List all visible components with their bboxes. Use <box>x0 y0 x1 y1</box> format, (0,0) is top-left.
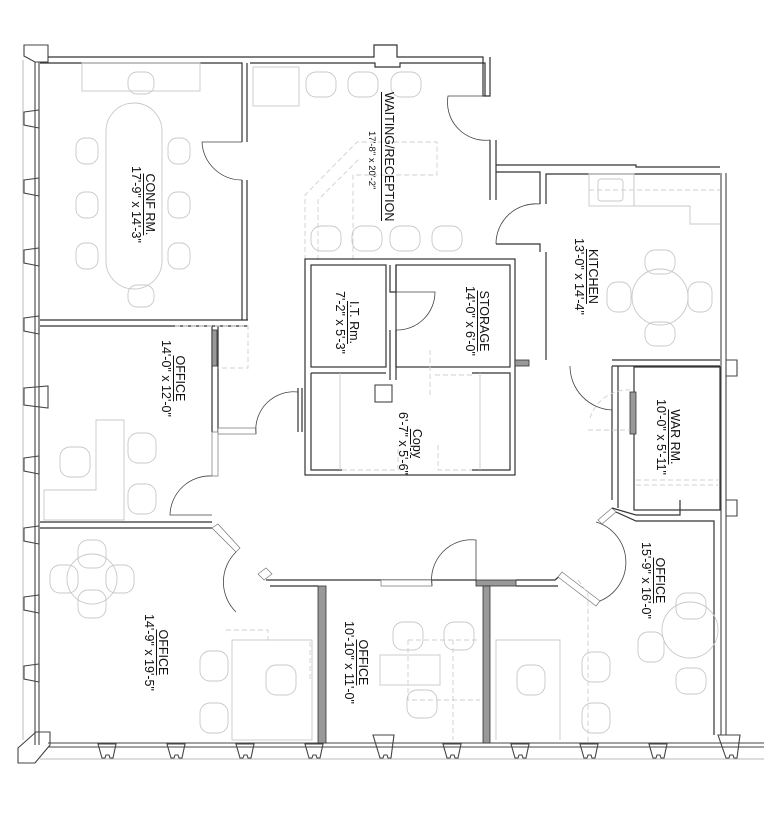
room-name: OFFICE <box>653 557 667 604</box>
exterior-wall-right <box>720 173 738 735</box>
room-name: WAR RM. <box>668 409 682 465</box>
room-dims: 10'-0" x 5'-11" <box>654 399 668 475</box>
room-label-office-3: OFFICE 10'-10" x 11'-0" <box>342 621 370 704</box>
war-room <box>569 365 721 511</box>
room-label-office-2: OFFICE 14'-9" x 19'-5" <box>142 614 170 691</box>
room-name: WAITING/RECEPTION <box>381 92 396 222</box>
room-label-waiting: WAITING/RECEPTION <box>381 92 396 222</box>
room-dims: 15'-9" x 16'-0" <box>639 542 653 619</box>
room-dims: 17'-8" x 20'-2" <box>366 131 377 190</box>
kitchen <box>495 173 720 367</box>
exterior-wall-left <box>17 44 51 764</box>
kitchen-table <box>631 268 689 326</box>
room-label-kitchen: KITCHEN 13'-0" x 14'-4" <box>572 238 600 315</box>
core-block <box>304 258 530 476</box>
exterior-wall-top <box>40 44 720 204</box>
conf-room <box>40 62 248 327</box>
desk <box>495 639 561 740</box>
room-name: KITCHEN <box>586 249 600 304</box>
room-name: CONF RM. <box>143 173 157 236</box>
room-dims: 14'-9" x 19'-5" <box>142 614 156 691</box>
exterior-wall-bottom <box>40 734 764 760</box>
room-label-conf: CONF RM. 17'-9" x 14'-3" <box>129 166 157 243</box>
office-2 <box>66 523 476 741</box>
room-dims: 10'-10" x 11'-0" <box>342 621 356 704</box>
demising-wall <box>482 585 491 744</box>
desk <box>231 639 313 741</box>
demising-wall <box>317 585 327 744</box>
room-label-copy: Copy 6'-7" x 5'-6" <box>396 412 424 475</box>
credenza <box>81 62 201 92</box>
door-arc <box>201 141 243 181</box>
room-label-office-4: OFFICE 15'-9" x 16'-0" <box>639 542 667 619</box>
room-name: OFFICE <box>356 639 370 686</box>
room-name: OFFICE <box>173 355 187 402</box>
conference-table <box>105 102 163 290</box>
room-label-it: I.T. Rm. 7'-2" x 5'-3" <box>333 291 361 354</box>
office-1 <box>40 325 303 529</box>
room-label-office-1: OFFICE 14'-0" x 12'-0" <box>159 340 187 417</box>
room-dims: 14'-0" x 6'-0" <box>463 286 477 356</box>
chairs <box>49 71 713 734</box>
column <box>374 384 393 403</box>
room-label-war: WAR RM. 10'-0" x 5'-11" <box>654 399 682 475</box>
office-3 <box>317 539 480 744</box>
room-name: I.T. Rm. <box>347 300 361 345</box>
desk <box>379 654 441 686</box>
l-desk <box>43 419 125 521</box>
wall-pier <box>475 579 517 587</box>
room-dims-waiting: 17'-8" x 20'-2" <box>366 131 377 189</box>
side-table <box>252 66 300 107</box>
room-name: STORAGE <box>477 290 491 352</box>
wall-pier <box>629 391 637 435</box>
room-dims: 13'-0" x 14'-4" <box>572 238 586 315</box>
room-dims: 7'-2" x 5'-3" <box>333 291 347 354</box>
room-dims: 14'-0" x 12'-0" <box>159 340 173 417</box>
room-dims: 6'-7" x 5'-6" <box>396 412 410 475</box>
round-table <box>661 601 719 659</box>
room-name: Copy <box>410 428 424 459</box>
wall-pier <box>211 329 218 367</box>
waiting-room <box>252 66 491 260</box>
office-4 <box>475 366 719 745</box>
round-table <box>66 553 118 605</box>
room-label-storage: STORAGE 14'-0" x 6'-0" <box>463 286 491 356</box>
room-name: OFFICE <box>156 629 170 676</box>
wall-pier <box>514 359 530 367</box>
room-dims: 17'-9" x 14'-3" <box>129 166 143 243</box>
